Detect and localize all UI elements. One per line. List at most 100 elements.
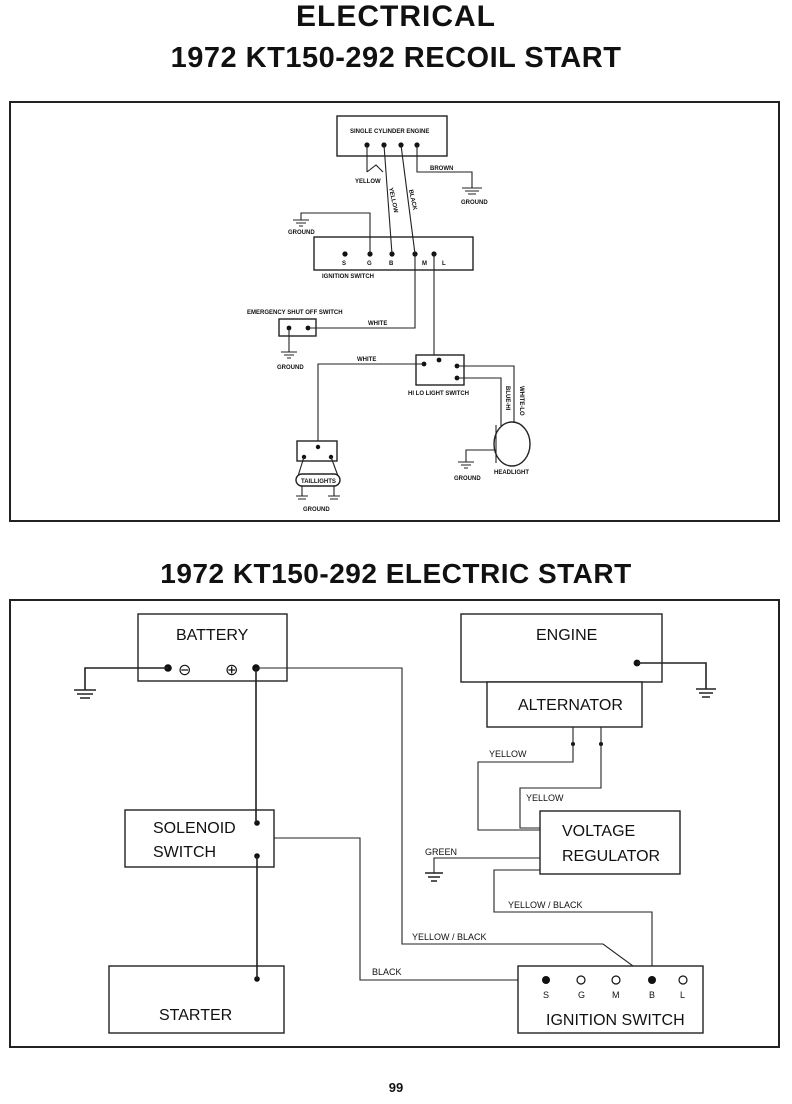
- ign-letter-s: S: [543, 990, 549, 1000]
- ground-symbol-taillights: [296, 486, 340, 500]
- electric-start-title: 1972 KT150-292 ELECTRIC START: [160, 558, 632, 589]
- wire-brown-label: BROWN: [430, 166, 453, 172]
- hilo-switch-label: HI LO LIGHT SWITCH: [408, 391, 469, 397]
- wire-yellow-a-label: YELLOW: [355, 179, 381, 185]
- ign-letter-b: B: [649, 990, 655, 1000]
- battery-ground-symbol: [74, 689, 96, 699]
- engine-box: [460, 613, 663, 683]
- wire-black-label: BLACK: [407, 189, 417, 211]
- solenoid-label-line2: SWITCH: [153, 844, 216, 861]
- ground-symbol-headlight: [458, 449, 494, 469]
- ground-label-ignition: GROUND: [288, 230, 315, 236]
- solenoid-terminal-top: [254, 820, 260, 826]
- alternator-box: [486, 681, 643, 728]
- ground-symbol-emergency: [281, 328, 297, 359]
- wire-white-b-label: WHITE: [357, 357, 376, 363]
- electric-ignition-switch-box: [517, 965, 704, 1034]
- yellow-wire-b: [519, 727, 602, 829]
- emergency-switch-label: EMERGENCY SHUT OFF SWITCH: [247, 310, 343, 316]
- page-number: 99: [388, 1080, 404, 1095]
- yellow-wire-to-b: [383, 144, 393, 255]
- white-wire-emergency: [308, 254, 416, 329]
- brown-wire: [416, 145, 473, 188]
- yellow-black-wire-regulator: [493, 869, 653, 980]
- electric-wiring: BATTERY ⊖ ⊕ SOLENOID SWITCH STARTER ENGI…: [74, 613, 716, 1034]
- wire-blue-hi-label: BLUE-HI: [504, 386, 510, 411]
- recoil-ign-letter-l: L: [442, 261, 446, 267]
- voltage-regulator-line1: VOLTAGE: [562, 823, 635, 840]
- taillights-label: TAILLIGHTS: [301, 479, 336, 485]
- electric-ignition-switch-label: IGNITION SWITCH: [546, 1012, 685, 1029]
- g-terminal-ground-wire: [300, 212, 371, 254]
- engine-ground-symbol: [696, 688, 716, 698]
- ground-symbol-ignition: [293, 219, 309, 227]
- ground-label-taillights: GROUND: [303, 507, 330, 513]
- recoil-ign-letter-g: G: [367, 261, 372, 267]
- white-wire-to-taillights: [317, 363, 424, 446]
- hilo-terminal-2: [436, 357, 442, 363]
- recoil-ign-letter-m: M: [422, 261, 427, 267]
- recoil-ign-terminal-s: [342, 251, 348, 257]
- wire-white-lo-label: WHITE-LO: [518, 386, 524, 416]
- battery-box: [137, 613, 288, 682]
- taillight-leads: [297, 456, 339, 477]
- wire-yellow-black-a-label: YELLOW / BLACK: [508, 900, 583, 910]
- recoil-ignition-switch-label: IGNITION SWITCH: [322, 274, 374, 280]
- ign-letter-l: L: [680, 990, 685, 1000]
- electric-diagram-frame: [9, 599, 780, 1048]
- ground-label-headlight: GROUND: [454, 476, 481, 482]
- battery-positive-symbol: ⊕: [225, 662, 238, 679]
- taillights-lamp: [295, 473, 341, 487]
- headlight-bulb: [493, 421, 531, 467]
- battery-negative-symbol: ⊖: [178, 662, 191, 679]
- yellow-ground-wire: [366, 145, 384, 173]
- yellow-black-wire-battery: [256, 667, 653, 981]
- single-cylinder-engine-box: [336, 115, 448, 157]
- yellow-wire-a: [477, 727, 574, 831]
- wire-yellow-a-label: YELLOW: [489, 749, 527, 759]
- recoil-wiring: SINGLE CYLINDER ENGINE IGNITION SWITCH S…: [247, 115, 531, 513]
- green-ground-wire: [433, 857, 540, 873]
- ign-terminal-s: [542, 976, 550, 984]
- recoil-ign-letter-s: S: [342, 261, 346, 267]
- wire-green-label: GREEN: [425, 847, 457, 857]
- ground-label-emergency: GROUND: [277, 365, 304, 371]
- ground-symbol-engine: [462, 187, 482, 195]
- starter-label: STARTER: [159, 1007, 232, 1024]
- alternator-label: ALTERNATOR: [518, 697, 623, 714]
- battery-label: BATTERY: [176, 627, 249, 644]
- single-cylinder-engine-label: SINGLE CYLINDER ENGINE: [350, 129, 429, 135]
- headlight-label: HEADLIGHT: [494, 470, 529, 476]
- ign-terminal-m: [611, 975, 621, 985]
- black-wire-to-m: [400, 144, 416, 255]
- recoil-ign-letter-b: B: [389, 261, 394, 267]
- regulator-ground-symbol: [425, 872, 443, 882]
- ground-label-engine: GROUND: [461, 200, 488, 206]
- wire-white-a-label: WHITE: [368, 321, 387, 327]
- recoil-start-title: 1972 KT150-292 RECOIL START: [170, 42, 622, 74]
- taillight-connector: [296, 440, 338, 462]
- engine-label: ENGINE: [536, 627, 597, 644]
- solenoid-switch-box: [124, 809, 275, 868]
- ign-terminal-l: [678, 975, 688, 985]
- ign-terminal-b: [648, 976, 656, 984]
- blue-hi-wire: [457, 377, 502, 432]
- page-title: ELECTRICAL: [296, 0, 496, 33]
- wire-yellow-black-b-label: YELLOW / BLACK: [412, 932, 487, 942]
- white-lo-wire: [457, 365, 515, 426]
- wire-yellow-b-label: YELLOW: [526, 793, 564, 803]
- voltage-regulator-line2: REGULATOR: [562, 848, 660, 865]
- recoil-diagram-frame: [9, 101, 780, 522]
- engine-ground-wire: [637, 662, 707, 689]
- voltage-regulator-box: [539, 810, 681, 875]
- ign-letter-m: M: [612, 990, 620, 1000]
- wire-black-label: BLACK: [372, 967, 402, 977]
- starter-box: [108, 965, 285, 1034]
- taillight-terminal-2: [315, 444, 321, 450]
- wire-yellow-b-label: YELLOW: [387, 187, 398, 214]
- ign-terminal-g: [576, 975, 586, 985]
- solenoid-label-line1: SOLENOID: [153, 820, 236, 837]
- black-wire-solenoid: [274, 837, 546, 981]
- ign-letter-g: G: [578, 990, 585, 1000]
